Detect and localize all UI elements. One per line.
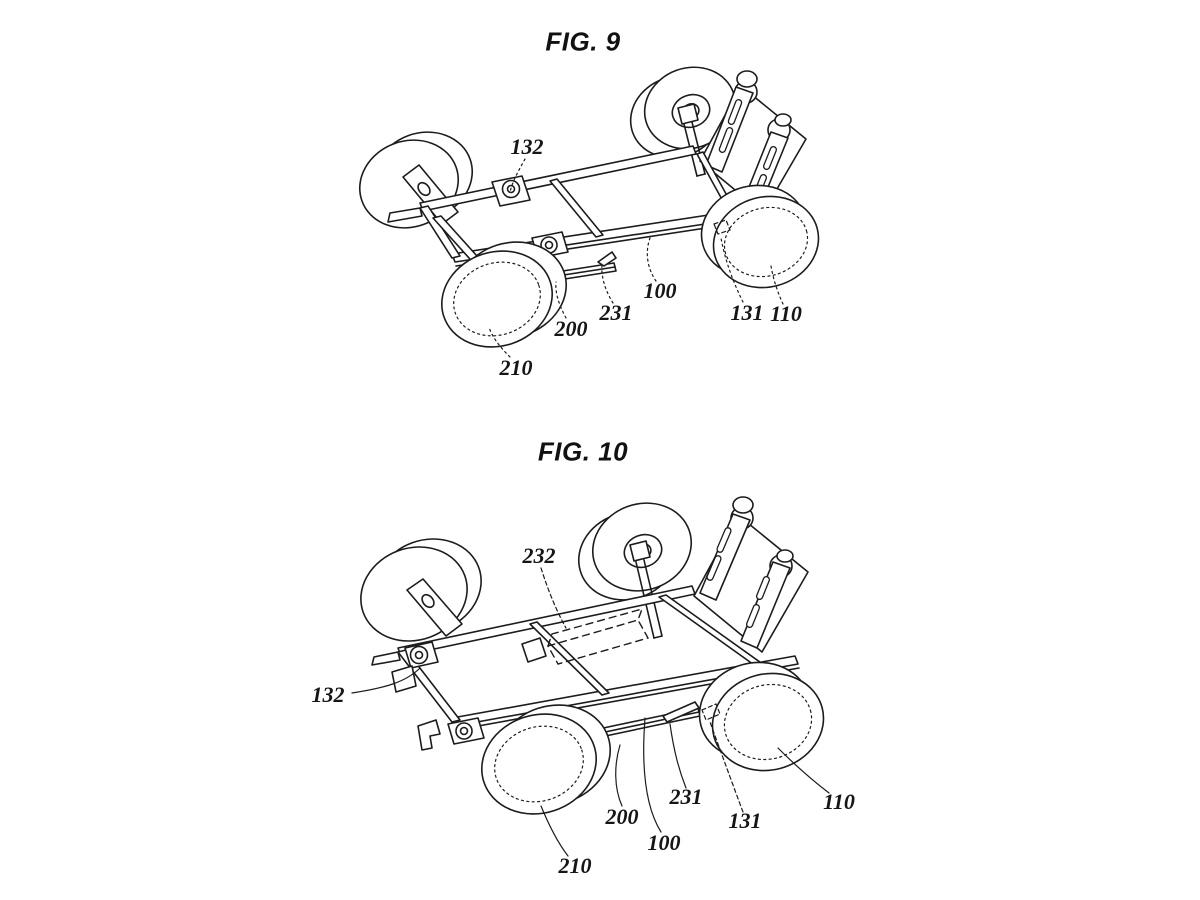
fig10-angle-bracket [417,719,441,751]
fig9-clip-131 [713,219,731,235]
fig9-leader-131 [720,237,744,303]
fig10-ref-132: 132 [311,682,345,707]
fig10-hook-231 [662,701,700,723]
fig10-rail-clamp [521,637,547,663]
fig10-leader-232 [540,567,567,629]
fig10-title: FIG. 10 [537,436,629,467]
fig10-leader-lines [351,567,830,857]
fig10-pivot-bracket-upper [404,641,439,669]
fig10-wheel-front-left [480,704,612,815]
fig9-rear-plate-assembly [699,70,807,215]
fig9-ref-231: 231 [599,300,633,325]
fig10-ref-100: 100 [647,830,681,855]
fig9-pivot-bracket-132 [491,175,531,207]
fig10-leader-200 [615,744,623,807]
fig10-clip-131 [701,703,721,721]
fig9-hook-231 [597,251,617,267]
fig9-frame [419,145,753,279]
fig9-ref-131: 131 [730,300,764,325]
fig10-ref-200: 200 [605,804,639,829]
fig10-rear-plate-assembly [693,496,809,653]
fig10-ref-231: 231 [669,784,703,809]
fig10-wheel-bracket [406,578,463,637]
fig10-drawing [351,496,830,857]
fig10-leader-100 [643,717,662,833]
fig10-leader-231 [669,723,687,789]
fig9-ref-210: 210 [499,355,533,380]
fig9-wheel-front-left [440,241,568,348]
fig9-leader-231 [601,263,614,304]
fig9-front-tab [387,207,423,223]
fig9-title: FIG. 9 [545,26,621,57]
fig9-ref-132: 132 [510,134,544,159]
fig9-wheel-front-right [700,184,820,289]
fig9-leader-100 [646,237,657,282]
fig10-pivot-bracket-lower [447,717,485,745]
fig9-leader-132 [509,158,526,193]
fig10-leader-110 [777,747,830,794]
fig10-wheel-front-right [698,661,825,772]
fig9-drawing [358,66,820,358]
fig10-hidden-box-232 [546,607,650,665]
fig9-ref-100: 100 [643,278,677,303]
fig9-leader-210 [488,326,511,358]
fig10-ref-232: 232 [522,543,556,568]
fig10-ref-110: 110 [823,789,855,814]
fig10-ref-210: 210 [558,853,592,878]
fig9-ref-200: 200 [554,316,588,341]
fig10-leader-210 [540,805,569,857]
fig9-ref-110: 110 [770,301,802,326]
fig10-leader-131 [709,721,744,813]
fig10-front-tab [371,651,401,666]
fig9-leader-lines [488,158,784,358]
fig10-ref-131: 131 [728,808,762,833]
fig10-leader-132 [351,667,421,694]
